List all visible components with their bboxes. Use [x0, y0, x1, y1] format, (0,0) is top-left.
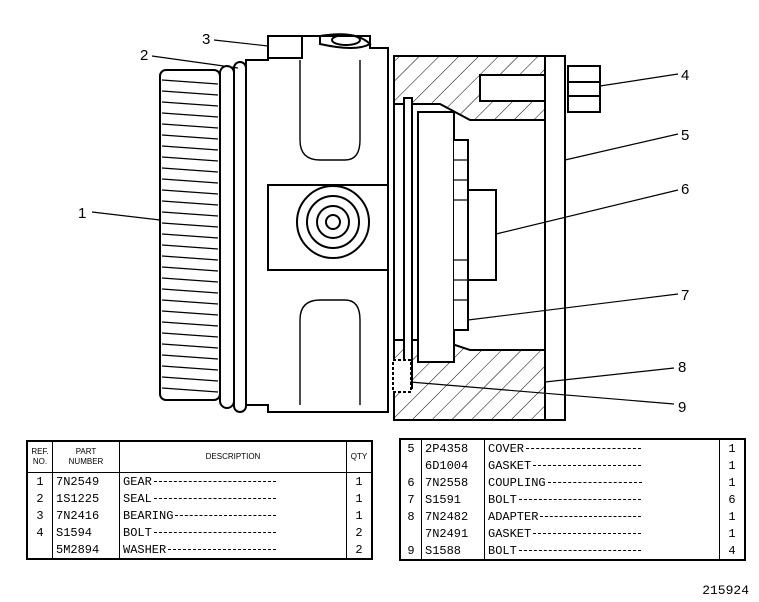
cover-bolt-part [479, 65, 601, 113]
callout-3: 3 [202, 31, 210, 48]
callout-7: 7 [681, 287, 689, 304]
callout-2: 2 [140, 47, 148, 64]
cell-ref: 7 [401, 491, 422, 508]
housing-part [245, 33, 389, 413]
cell-part: 7N2491 [421, 525, 485, 542]
cell-desc: COVER [484, 440, 720, 457]
cell-desc: BOLT [484, 542, 720, 559]
callout-5: 5 [681, 127, 689, 144]
cell-desc: GASKET [484, 525, 720, 542]
cell-ref: 3 [28, 507, 53, 524]
cell-qty: 4 [728, 543, 736, 558]
cell-desc: COUPLING [484, 474, 720, 491]
cell-part: 7N2482 [421, 508, 485, 525]
cell-part: 5M2894 [52, 541, 120, 558]
exploded-view-drawing: 1 2 3 4 5 6 7 8 9 [78, 31, 689, 421]
adapter-coupling-part [392, 97, 497, 393]
cell-part: S1588 [421, 542, 485, 559]
cell-ref: 4 [28, 524, 53, 541]
callout-4: 4 [681, 67, 689, 84]
cell-desc: BOLT [119, 524, 347, 541]
cell-qty: 1 [728, 526, 736, 541]
cell-part: 1S1225 [52, 490, 120, 507]
cell-part: 7N2549 [52, 472, 120, 490]
cell-ref: 9 [401, 542, 422, 559]
cell-ref: 1 [28, 472, 53, 490]
cell-desc: SEAL [119, 490, 347, 507]
cell-part: 6D1004 [421, 457, 485, 474]
callout-6: 6 [681, 181, 689, 198]
cell-ref: 8 [401, 508, 422, 525]
seal-part [219, 61, 247, 413]
cell-qty: 2 [355, 542, 363, 557]
drawing-number: 215924 [702, 583, 749, 598]
cell-part: S1591 [421, 491, 485, 508]
callout-8: 8 [678, 359, 686, 376]
cell-desc: BOLT [484, 491, 720, 508]
cell-ref [401, 525, 422, 542]
header-ref: REF.NO. [28, 442, 53, 473]
cell-part: 7N2558 [421, 474, 485, 491]
cell-qty: 1 [728, 458, 736, 473]
cell-ref [28, 541, 53, 558]
gear-part [159, 69, 221, 401]
cell-qty: 2 [355, 525, 363, 540]
cell-desc: GASKET [484, 457, 720, 474]
cell-qty: 1 [728, 509, 736, 524]
cell-ref: 5 [401, 440, 422, 457]
cell-qty: 6 [728, 492, 736, 507]
cell-qty: 1 [728, 441, 736, 456]
cell-desc: WASHER [119, 541, 347, 558]
cell-ref [401, 457, 422, 474]
cell-part: 7N2416 [52, 507, 120, 524]
cell-desc: BEARING [119, 507, 347, 524]
cell-desc: GEAR [119, 472, 347, 490]
cell-part: 2P4358 [421, 440, 485, 457]
cell-qty: 1 [728, 475, 736, 490]
header-description: DESCRIPTION [119, 442, 347, 473]
cell-qty: 1 [355, 508, 363, 523]
cell-qty: 1 [355, 491, 363, 506]
cell-part: S1594 [52, 524, 120, 541]
cell-desc: ADAPTER [484, 508, 720, 525]
cell-ref: 6 [401, 474, 422, 491]
header-qty: QTY [346, 442, 371, 473]
callout-9: 9 [678, 399, 686, 416]
callout-1: 1 [78, 205, 86, 222]
cell-qty: 1 [355, 474, 363, 489]
cell-ref: 2 [28, 490, 53, 507]
